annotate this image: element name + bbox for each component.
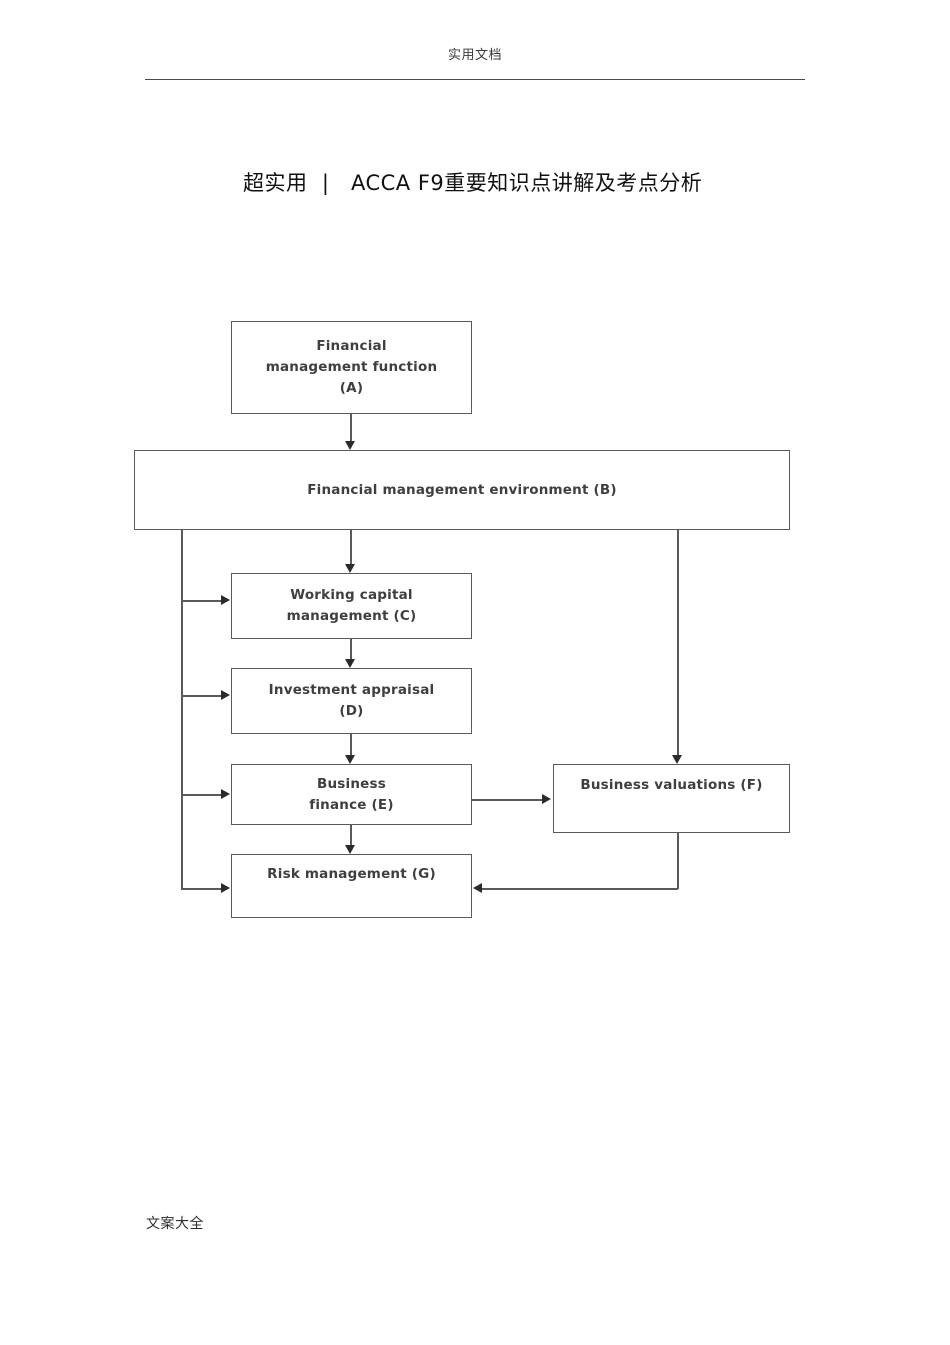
diagram-node-g[interactable]: Risk management (G)	[231, 854, 472, 918]
diagram-node-f[interactable]: Business valuations (F)	[553, 764, 790, 833]
edge-a-to-b-line	[350, 414, 352, 442]
running-footer: 文案大全	[146, 1216, 204, 1232]
edge-spine-to-d-line	[181, 695, 223, 697]
running-header: 实用文档	[145, 46, 805, 65]
edge-spine-to-g-line	[181, 888, 223, 890]
diagram-node-f-label: Business valuations (F)	[580, 777, 763, 793]
diagram-node-c[interactable]: Working capital management (C)	[231, 573, 472, 639]
edge-e-to-g-line	[350, 825, 352, 845]
page-title: 超实用 | ACCA F9重要知识点讲解及考点分析	[243, 171, 703, 195]
diagram-node-b[interactable]: Financial management environment (B)	[134, 450, 790, 530]
diagram-node-a-label: Financial management function (A)	[265, 338, 438, 396]
diagram-node-d[interactable]: Investment appraisal (D)	[231, 668, 472, 734]
edge-spine-to-e-arrowhead	[221, 789, 230, 800]
diagram-node-g-label: Risk management (G)	[267, 866, 436, 882]
running-header-text: 实用文档	[447, 48, 502, 63]
edge-c-to-d-arrowhead	[345, 659, 356, 668]
edge-e-to-f-arrowhead	[542, 794, 551, 805]
edge-b-to-f-line	[677, 530, 679, 755]
edge-spine-to-c-line	[181, 600, 223, 602]
edge-b-left-spine	[181, 530, 183, 889]
edge-b-to-c-arrowhead	[345, 564, 356, 573]
diagram-node-d-label: Investment appraisal (D)	[268, 682, 435, 719]
edge-f-to-g-vline	[677, 833, 679, 889]
diagram-node-b-label: Financial management environment (B)	[307, 481, 617, 498]
edge-c-to-d-line	[350, 639, 352, 659]
edge-e-to-f-line	[472, 799, 543, 801]
diagram-node-e[interactable]: Business finance (E)	[231, 764, 472, 825]
diagram-node-a[interactable]: Financial management function (A)	[231, 321, 472, 414]
edge-d-to-e-arrowhead	[345, 755, 356, 764]
edge-d-to-e-line	[350, 734, 352, 755]
edge-spine-to-d-arrowhead	[221, 690, 230, 701]
edge-b-to-f-arrowhead	[672, 755, 683, 764]
diagram-node-c-label: Working capital management (C)	[286, 587, 417, 624]
edge-a-to-b-arrowhead	[345, 441, 356, 450]
edge-e-to-g-arrowhead	[345, 845, 356, 854]
edge-f-to-g-arrowhead	[473, 883, 482, 894]
edge-b-to-c-line	[350, 530, 352, 564]
header-divider	[145, 79, 805, 80]
edge-f-to-g-hline	[482, 888, 678, 890]
edge-spine-to-e-line	[181, 794, 223, 796]
edge-spine-to-g-arrowhead	[221, 883, 230, 894]
diagram-node-e-label: Business finance (E)	[309, 775, 394, 813]
edge-spine-to-c-arrowhead	[221, 595, 230, 606]
